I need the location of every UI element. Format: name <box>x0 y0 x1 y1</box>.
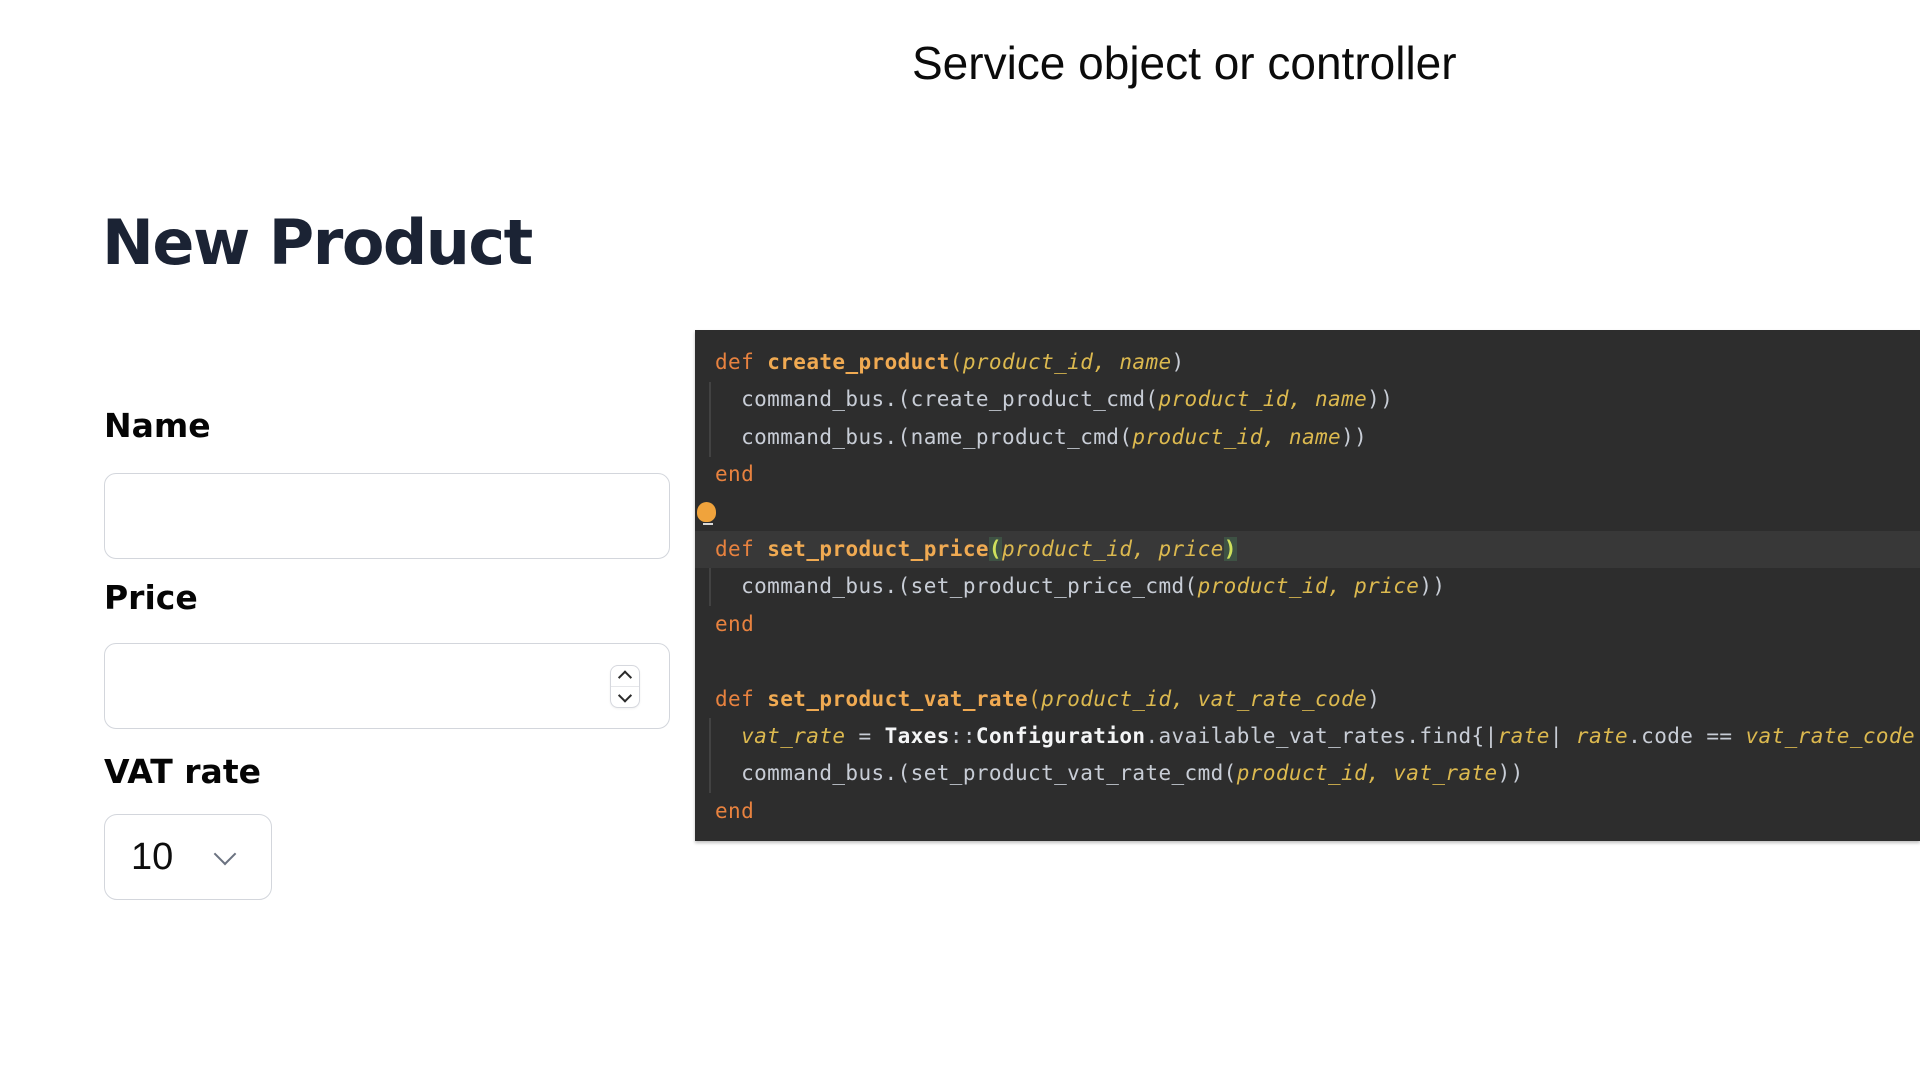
code-line[interactable]: vat_rate = Taxes::Configuration.availabl… <box>741 723 1916 748</box>
page-title: New Product <box>102 206 533 279</box>
chevron-up-icon <box>617 670 633 685</box>
code-line[interactable]: command_bus.(name_product_cmd(product_id… <box>715 424 1368 449</box>
code-line[interactable]: def set_product_price(product_id, price) <box>695 530 1920 569</box>
code-line[interactable]: command_bus.(create_product_cmd(product_… <box>715 387 1394 412</box>
price-input[interactable] <box>104 643 670 729</box>
indent-guide <box>709 382 711 457</box>
code-line[interactable]: def set_product_vat_rate(product_id, vat… <box>715 686 1381 711</box>
vat-rate-label: VAT rate <box>104 752 261 791</box>
chevron-down-icon <box>213 842 237 866</box>
code-line[interactable] <box>695 643 1920 680</box>
price-field-wrap <box>104 643 670 729</box>
indent-guide <box>709 568 711 606</box>
number-stepper <box>610 665 640 708</box>
name-label: Name <box>104 406 211 445</box>
code-editor-panel: def create_product(product_id, name) com… <box>695 330 1920 841</box>
code-line[interactable]: end <box>715 462 755 487</box>
stepper-up-button[interactable] <box>611 666 639 687</box>
code-line[interactable] <box>695 494 1920 531</box>
lightbulb-glass <box>697 502 716 522</box>
name-input[interactable] <box>104 473 670 559</box>
code-line[interactable]: end <box>715 611 755 636</box>
price-label: Price <box>104 578 198 617</box>
stepper-down-button[interactable] <box>611 687 639 707</box>
code-lines: def create_product(product_id, name) com… <box>695 344 1920 830</box>
chevron-down-icon <box>617 688 633 703</box>
slide-title: Service object or controller <box>912 37 1457 89</box>
indent-guide <box>709 718 711 793</box>
code-line[interactable]: end <box>715 798 755 823</box>
vat-rate-select[interactable]: 10 <box>104 814 272 900</box>
vat-rate-value: 10 <box>131 835 174 878</box>
code-line[interactable]: def create_product(product_id, name) <box>715 350 1185 374</box>
code-line[interactable]: command_bus.(set_product_price_cmd(produ… <box>715 574 1446 599</box>
code-line[interactable]: command_bus.(set_product_vat_rate_cmd(pr… <box>715 761 1524 786</box>
